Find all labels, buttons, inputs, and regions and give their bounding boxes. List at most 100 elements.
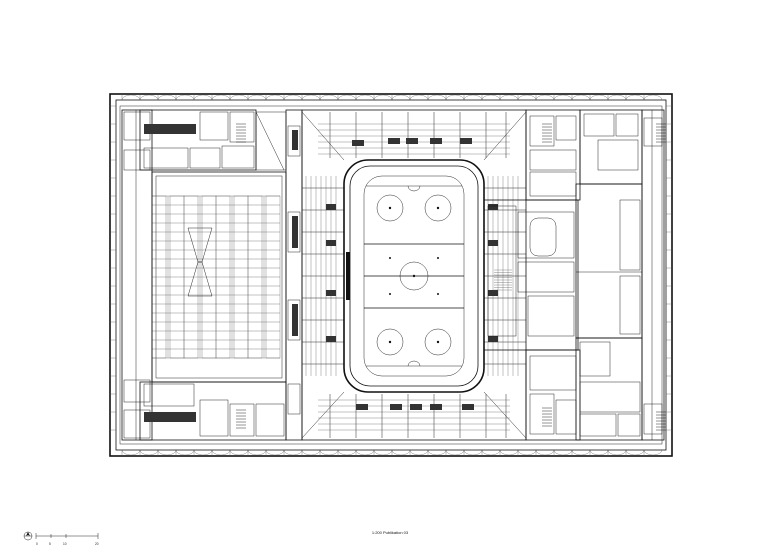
- facade-arc: [319, 449, 339, 456]
- seating-block: [488, 290, 498, 296]
- facade-arc: [157, 449, 177, 456]
- scale-label-20: 20: [95, 542, 99, 546]
- facade-arc: [301, 94, 321, 101]
- drawing-caption: 1:200 Publikation 03: [371, 530, 409, 535]
- scale-label-5: 5: [49, 542, 51, 546]
- seating-radial-bottom: [301, 391, 527, 439]
- facade-bottom: [121, 449, 663, 456]
- left-hall: [151, 171, 287, 383]
- seating-block: [326, 204, 336, 210]
- seating-block: [488, 240, 498, 246]
- facade-arc: [229, 94, 249, 101]
- right-wing: [525, 109, 643, 441]
- seating-block: [488, 336, 498, 342]
- facade-arc: [589, 449, 609, 456]
- facade-arc: [643, 449, 663, 456]
- seating-block: [430, 404, 442, 410]
- facade-arc: [643, 94, 663, 101]
- seating-block: [356, 404, 368, 410]
- parking-grid: [151, 195, 281, 359]
- stair-cores: [236, 123, 666, 431]
- facade-arc: [229, 449, 249, 456]
- facade-arc: [175, 449, 195, 456]
- facade-arc: [355, 449, 375, 456]
- facade-arc: [409, 449, 429, 456]
- facade-arc: [247, 94, 267, 101]
- facade-top: [121, 94, 663, 101]
- right-service-strip: [641, 109, 665, 441]
- facade-arc: [157, 94, 177, 101]
- facade-arc: [409, 94, 429, 101]
- facade-arc: [589, 94, 609, 101]
- facade-arc: [481, 94, 501, 101]
- seating-block: [326, 290, 336, 296]
- facade-arc: [427, 94, 447, 101]
- facade-arc: [391, 449, 411, 456]
- facade-right: [666, 105, 672, 431]
- seating-block: [462, 404, 474, 410]
- facade-arc: [283, 449, 303, 456]
- seating-block: [488, 204, 498, 210]
- facade-arc: [517, 449, 537, 456]
- seating-block: [406, 138, 418, 144]
- facade-arc: [607, 449, 627, 456]
- facade-arc: [571, 94, 591, 101]
- stair-flight: [494, 269, 512, 291]
- seating-radial-line: [483, 391, 527, 439]
- scale-bar: 0 5 10 20: [35, 533, 99, 546]
- facade-left: [110, 105, 116, 431]
- facade-arc: [571, 449, 591, 456]
- scale-label-10: 10: [63, 542, 67, 546]
- facade-arc: [535, 449, 555, 456]
- facade-arc: [535, 94, 555, 101]
- facade-arc: [319, 94, 339, 101]
- facade-arc: [391, 94, 411, 101]
- facade-arc: [247, 449, 267, 456]
- seating-block: [430, 138, 442, 144]
- facade-arc: [283, 94, 303, 101]
- seating-block: [388, 138, 400, 144]
- facade-arc: [337, 449, 357, 456]
- building-envelope: [109, 93, 673, 457]
- seating-blocks: [326, 138, 498, 410]
- facade-arc: [463, 449, 483, 456]
- bottom-left-block: [139, 381, 287, 441]
- facade-arc: [499, 449, 519, 456]
- facade-arc: [625, 449, 645, 456]
- facade-arc: [553, 449, 573, 456]
- seating-radial-top: [301, 111, 527, 161]
- top-left-block: [139, 109, 287, 171]
- scale-label-0: 0: [36, 542, 38, 546]
- seating-rows-left: [302, 176, 344, 376]
- seating-block: [326, 336, 336, 342]
- facade-arc: [427, 449, 447, 456]
- facade-arc: [121, 94, 141, 101]
- facade-arc: [211, 449, 231, 456]
- facade-arc: [265, 449, 285, 456]
- north-arrow-icon: [23, 531, 33, 541]
- seating-block: [390, 404, 402, 410]
- facade-arc: [139, 94, 159, 101]
- seating-block: [410, 404, 422, 410]
- facade-arc: [517, 94, 537, 101]
- facade-arc: [499, 94, 519, 101]
- facade-arc: [625, 94, 645, 101]
- left-service-strip: [121, 109, 153, 441]
- seating-block: [326, 240, 336, 246]
- facade-arc: [445, 449, 465, 456]
- ice-rink-icon: [343, 159, 485, 393]
- facade-arc: [445, 94, 465, 101]
- facade-arc: [373, 449, 393, 456]
- left-arena-rooms: [285, 109, 303, 441]
- facade-arc: [607, 94, 627, 101]
- facade-arc: [337, 94, 357, 101]
- facade-arc: [355, 94, 375, 101]
- facade-arc: [553, 94, 573, 101]
- facade-arc: [211, 94, 231, 101]
- facade-arc: [139, 449, 159, 456]
- arena-seating: [301, 109, 527, 441]
- facade-arc: [175, 94, 195, 101]
- facade-arc: [481, 449, 501, 456]
- facade-arc: [121, 449, 141, 456]
